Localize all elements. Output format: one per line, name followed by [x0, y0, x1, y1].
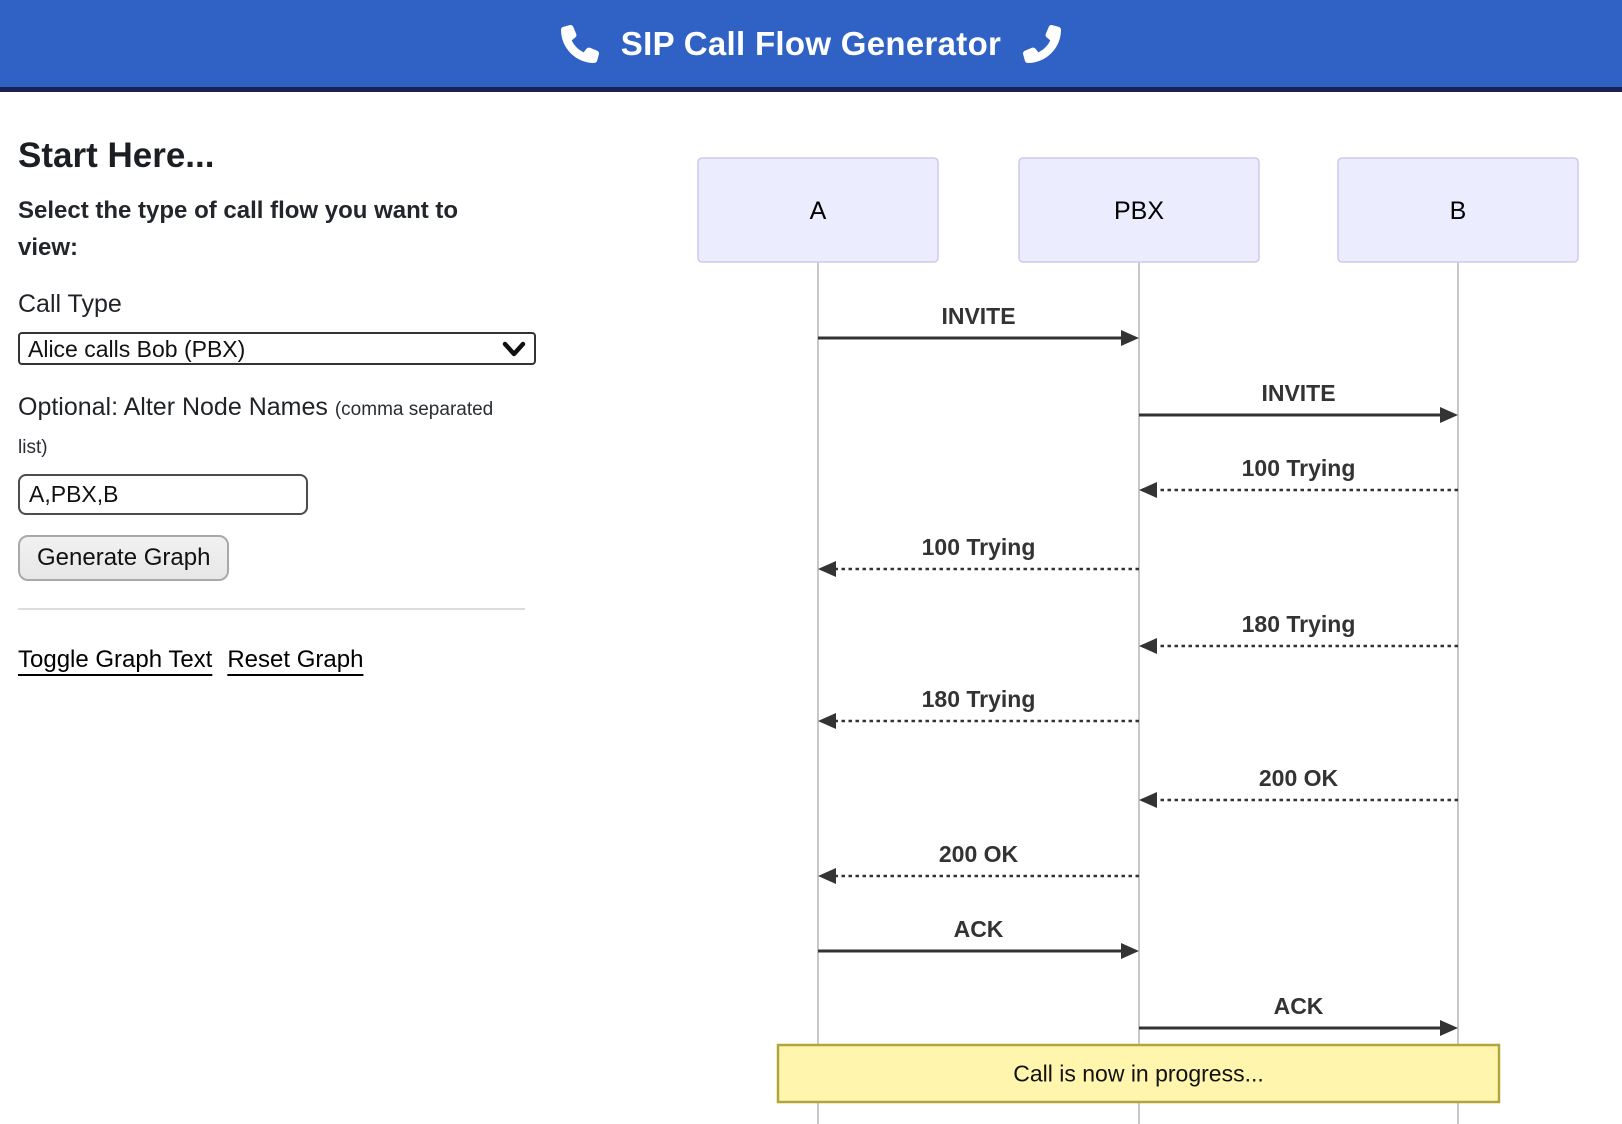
message-arrowhead: [1440, 1020, 1458, 1036]
message-label: 200 OK: [1259, 765, 1339, 791]
message-arrowhead: [818, 713, 836, 729]
actor-box: [1337, 157, 1579, 263]
actor-label: B: [1450, 197, 1467, 225]
message-label: 100 Trying: [922, 534, 1036, 560]
actor-label: PBX: [1114, 197, 1164, 225]
message-arrowhead: [1121, 330, 1139, 346]
message-label: ACK: [954, 916, 1004, 942]
toggle-graph-text-link[interactable]: Toggle Graph Text: [18, 646, 213, 674]
node-names-input[interactable]: [18, 474, 308, 516]
message-label: INVITE: [941, 303, 1015, 329]
message-label: 100 Trying: [1242, 455, 1356, 481]
node-names-label-row: Optional: Alter Node Names (comma separa…: [18, 389, 528, 464]
message-arrowhead: [1440, 407, 1458, 423]
generate-graph-button[interactable]: Generate Graph: [18, 535, 230, 582]
message-arrowhead: [818, 868, 836, 884]
actor-label: A: [810, 197, 827, 225]
message-label: ACK: [1274, 993, 1324, 1019]
message-arrowhead: [818, 561, 836, 577]
call-type-select[interactable]: Alice calls Bob (PBX): [18, 332, 536, 366]
node-names-label: Optional: Alter Node Names: [18, 393, 328, 422]
node-names-hint: (comma separated list): [18, 399, 494, 458]
divider: [18, 608, 525, 611]
message-arrowhead: [1139, 792, 1157, 808]
call-type-label: Call Type: [18, 290, 122, 319]
message-arrowhead: [1139, 482, 1157, 498]
message-arrowhead: [1121, 943, 1139, 959]
message-label: 180 Trying: [922, 686, 1036, 712]
phone-icon-left: [560, 24, 599, 63]
graph-links: Toggle Graph Text Reset Graph: [18, 646, 540, 674]
message-label: INVITE: [1261, 380, 1335, 406]
actor-box: [1018, 157, 1260, 263]
call-flow-instruction: Select the type of call flow you want to…: [18, 197, 459, 262]
message-arrowhead: [1139, 638, 1157, 654]
reset-graph-link[interactable]: Reset Graph: [227, 646, 364, 674]
phone-icon-right: [1023, 24, 1062, 63]
app-title: SIP Call Flow Generator: [620, 24, 1002, 62]
actor-box: [697, 157, 939, 263]
start-here-heading: Start Here...: [18, 136, 215, 175]
message-label: 200 OK: [939, 841, 1019, 867]
progress-note: [776, 1043, 1501, 1104]
call-type-select-wrap: Alice calls Bob (PBX): [18, 332, 536, 366]
sidebar: Start Here... Select the type of call fl…: [18, 136, 540, 674]
message-label: 180 Trying: [1242, 611, 1356, 637]
note-text: Call is now in progress...: [1013, 1061, 1264, 1087]
app-header: SIP Call Flow Generator: [0, 0, 1622, 92]
